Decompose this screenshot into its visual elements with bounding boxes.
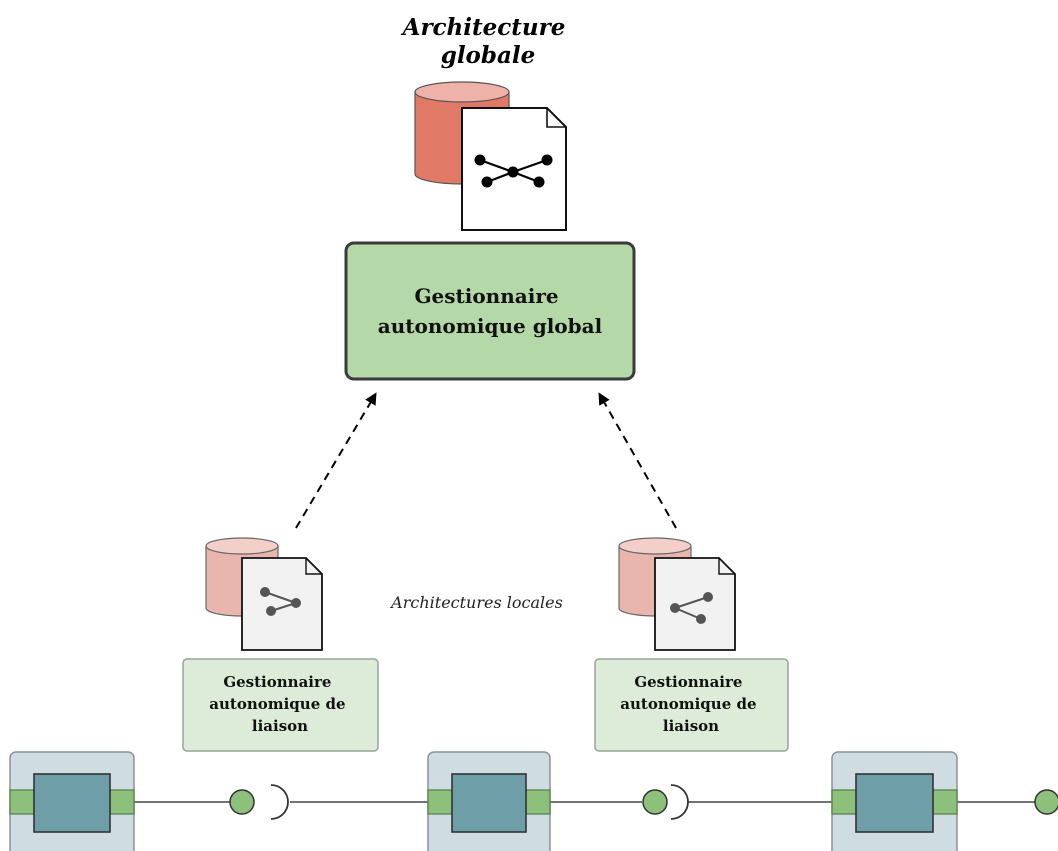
global-manager-label: Gestionnaire autonomique global	[378, 284, 603, 338]
component-left	[9, 751, 135, 851]
component-middle	[427, 751, 551, 851]
left-share-document-icon	[241, 557, 323, 651]
component-right	[831, 751, 958, 851]
dashed-arrow-left	[295, 392, 377, 529]
left-binding-manager: Gestionnaire autonomique de liaison	[182, 658, 379, 752]
required-interface-icon	[270, 784, 289, 820]
right-binding-manager-label: Gestionnaire autonomique de liaison	[620, 673, 761, 735]
provided-interface-icon	[642, 789, 668, 815]
right-share-document-icon	[654, 557, 736, 651]
local-architectures-label: Architectures locales	[389, 593, 563, 612]
provided-interface-icon	[1034, 789, 1058, 815]
global-autonomic-manager: Gestionnaire autonomique global	[344, 241, 636, 381]
global-architecture-title: Architecture globale	[401, 14, 574, 69]
right-binding-manager: Gestionnaire autonomique de liaison	[594, 658, 789, 752]
provided-interface-icon	[229, 789, 255, 815]
dashed-arrow-right	[598, 392, 677, 529]
left-binding-manager-label: Gestionnaire autonomique de liaison	[209, 673, 350, 735]
global-graph-document-icon	[461, 107, 567, 231]
required-interface-icon	[670, 784, 689, 820]
